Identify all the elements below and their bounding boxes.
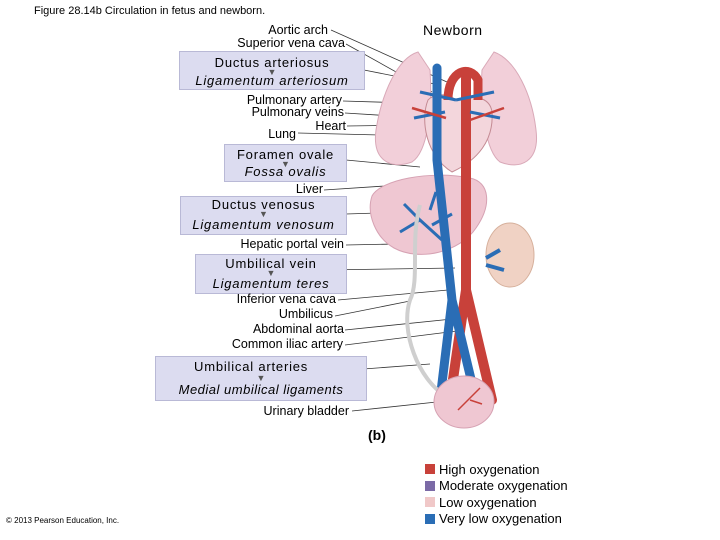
figure-title: Figure 28.14b Circulation in fetus and n… (34, 5, 266, 17)
box-ductus-venosus-fetal: Ductus venosus (211, 197, 316, 212)
legend-label-moderate: Moderate oxygenation (439, 478, 568, 494)
label-liver: Liver (295, 182, 323, 196)
bladder-shape (433, 375, 495, 429)
label-hepatic-portal-vein: Hepatic portal vein (240, 237, 344, 251)
figure-letter: (b) (368, 427, 386, 443)
legend-swatch-low (425, 497, 435, 508)
box-ductus-arteriosus-fetal: Ductus arteriosus (214, 55, 330, 70)
box-ductus-arteriosus: Ductus arteriosus ▼ Ligamentum arteriosu… (179, 51, 365, 90)
label-abdominal-aorta: Abdominal aorta (252, 322, 344, 336)
box-foramen-ovale: Foramen ovale ▼ Fossa ovalis (224, 144, 347, 182)
legend-swatch-moderate (425, 480, 435, 491)
legend-label-low: Low oxygenation (439, 494, 537, 510)
arrow-down-icon: ▼ (266, 268, 276, 278)
legend-item-low: Low oxygenation (425, 494, 568, 511)
hepatic-veins-shape (399, 191, 453, 242)
box-umbilical-vein: Umbilical vein ▼ Ligamentum teres (195, 254, 347, 294)
label-aortic-arch: Aortic arch (268, 23, 328, 37)
box-umbilical-arteries: Umbilical arteries ▼ Medial umbilical li… (155, 356, 367, 401)
label-heart: Heart (315, 119, 346, 133)
label-common-iliac-artery: Common iliac artery (231, 337, 343, 351)
box-ductus-venosus-adult: Ligamentum venosum (192, 217, 335, 232)
panel-heading: Newborn (423, 22, 483, 38)
kidney-shape (485, 222, 535, 288)
legend-item-high: High oxygenation (425, 461, 568, 478)
label-pulmonary-veins: Pulmonary veins (251, 105, 344, 119)
box-foramen-ovale-fetal: Foramen ovale (236, 147, 335, 162)
arrow-down-icon: ▼ (267, 67, 277, 77)
box-umbilical-arteries-adult: Medial umbilical ligaments (178, 382, 344, 397)
legend: High oxygenation Moderate oxygenation Lo… (425, 461, 568, 527)
label-superior-vena-cava: Superior vena cava (237, 36, 345, 50)
legend-item-very-low: Very low oxygenation (425, 511, 568, 528)
liver-shape (369, 174, 488, 255)
box-ductus-arteriosus-adult: Ligamentum arteriosum (195, 73, 349, 88)
box-umbilical-arteries-fetal: Umbilical arteries (194, 359, 309, 374)
legend-swatch-very-low (425, 513, 435, 524)
umbilical-remnant-shape (405, 204, 448, 398)
arrow-down-icon: ▼ (259, 209, 268, 219)
arrow-down-icon: ▼ (281, 159, 290, 169)
label-umbilicus: Umbilicus (278, 307, 333, 321)
legend-swatch-high (425, 464, 435, 475)
label-urinary-bladder: Urinary bladder (263, 404, 349, 418)
box-umbilical-vein-fetal: Umbilical vein (225, 256, 317, 271)
label-pulmonary-artery: Pulmonary artery (246, 93, 342, 107)
arrow-down-icon: ▼ (256, 373, 266, 383)
pulmonary-vessels-shape (413, 90, 501, 120)
legend-label-very-low: Very low oxygenation (439, 511, 562, 527)
legend-item-moderate: Moderate oxygenation (425, 478, 568, 495)
label-inferior-vena-cava: Inferior vena cava (236, 292, 336, 306)
legend-label-high: High oxygenation (439, 461, 540, 477)
aortic-arch-shape (443, 66, 483, 101)
label-lung: Lung (268, 127, 296, 141)
box-umbilical-vein-adult: Ligamentum teres (212, 276, 330, 291)
aorta-shape (445, 73, 497, 405)
left-lung-shape (374, 51, 432, 166)
box-foramen-ovale-adult: Fossa ovalis (244, 164, 327, 179)
copyright-notice: © 2013 Pearson Education, Inc. (6, 516, 120, 525)
box-ductus-venosus: Ductus venosus ▼ Ligamentum venosum (180, 196, 347, 235)
